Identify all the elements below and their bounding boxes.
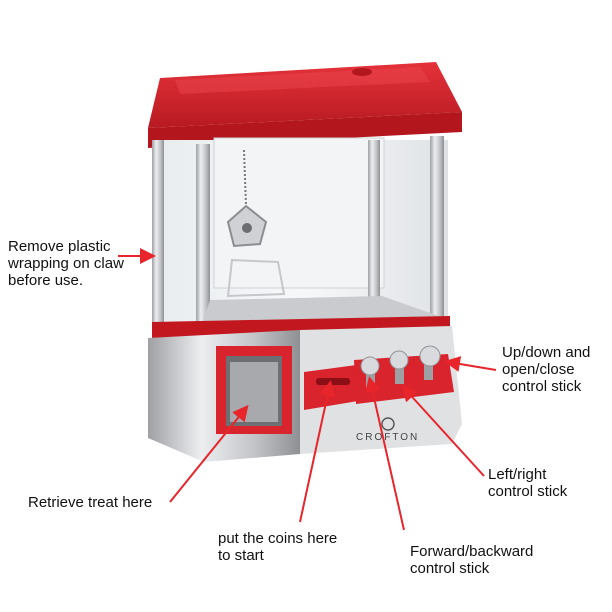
callout-arrows	[118, 248, 497, 531]
callout-line: Forward/backward	[410, 543, 534, 560]
arrow-fwdback	[364, 376, 405, 531]
arrow-retrieve	[169, 404, 249, 503]
claw	[226, 149, 286, 298]
callout-updown-stick: Up/down and open/close control stick	[502, 344, 590, 395]
machine-roof	[148, 62, 462, 148]
glass-cabinet	[152, 136, 448, 330]
callout-fwdback-stick: Forward/backward control stick	[410, 543, 533, 577]
callout-line: Up/down and	[502, 344, 591, 361]
callout-remove-plastic: Remove plastic wrapping on claw before u…	[8, 238, 124, 289]
callout-line: Remove plastic	[8, 238, 111, 255]
arrow-coins	[299, 380, 336, 523]
callout-line: wrapping on claw	[8, 255, 124, 272]
callout-line: Retrieve treat here	[28, 494, 153, 511]
callout-line: open/close	[502, 361, 575, 378]
arrow-updown	[444, 356, 497, 372]
callout-line: control stick	[488, 483, 568, 500]
callout-coins: put the coins here to start	[218, 530, 337, 564]
brand-logo: CROFTON	[356, 432, 419, 443]
callout-line: before use.	[8, 272, 84, 289]
callout-leftright-stick: Left/right control stick	[488, 466, 567, 500]
callout-line: control stick	[502, 378, 582, 395]
callout-line: to start	[218, 547, 264, 564]
arrow-leftright	[401, 385, 485, 477]
callout-line: put the coins here	[218, 530, 338, 547]
machine-base: CROFTON	[148, 316, 462, 462]
callout-line: control stick	[410, 560, 490, 577]
callout-retrieve-treat: Retrieve treat here	[28, 494, 152, 511]
callout-line: Left/right	[488, 466, 547, 483]
